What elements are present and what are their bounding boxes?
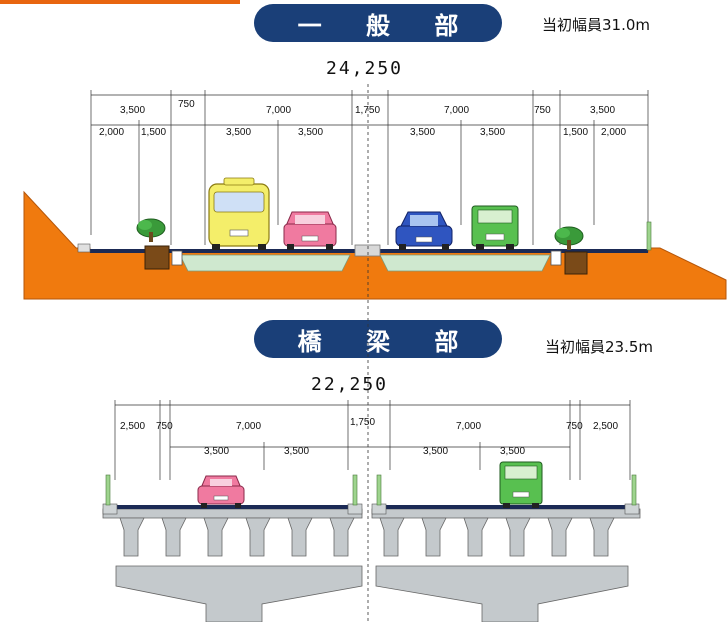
dim-label: 2,500: [120, 421, 145, 432]
dim-label: 7,000: [456, 421, 481, 432]
dim-label: 750: [178, 99, 195, 110]
dim-label: 2,000: [99, 127, 124, 138]
dim-label: 3,500: [226, 127, 251, 138]
dim-label: 750: [156, 421, 173, 432]
general-cross-section: 3,500 750 7,000 1,750 7,000 750 3,500 2,…: [23, 90, 727, 300]
dim-label: 3,500: [500, 446, 525, 457]
dim-label: 1,500: [563, 127, 588, 138]
car-icon: [395, 211, 453, 250]
dim-label: 1,500: [141, 127, 166, 138]
dim-label: 7,000: [266, 105, 291, 116]
general-section-title: 一 般 部: [254, 4, 502, 42]
bridge-total-width: 22,250: [311, 374, 389, 395]
dim-label: 3,500: [204, 446, 229, 457]
dim-label: 3,500: [298, 127, 323, 138]
bridge-deck-right: [371, 508, 641, 519]
bridge-section-title: 橋 梁 部: [254, 320, 502, 358]
truck-icon: [471, 205, 519, 250]
car-icon: [197, 475, 245, 508]
bridge-original-width-note: 当初幅員23.5m: [545, 338, 654, 356]
bridge-deck-left: [102, 508, 363, 519]
dim-label: 3,500: [410, 127, 435, 138]
dim-label: 2,000: [601, 127, 626, 138]
bridge-cross-section: 2,500 750 7,000 1,750 7,000 750 2,500 3,…: [102, 400, 641, 622]
top-accent-stripe: [0, 0, 240, 4]
dim-label: 3,500: [480, 127, 505, 138]
tree-icon: [136, 218, 166, 243]
dim-label: 7,000: [236, 421, 261, 432]
bus-icon: [208, 177, 270, 250]
dim-label: 3,500: [120, 105, 145, 116]
tree-icon: [554, 226, 584, 251]
general-original-width-note: 当初幅員31.0m: [542, 16, 651, 34]
dim-label: 7,000: [444, 105, 469, 116]
dim-label: 3,500: [590, 105, 615, 116]
central-median: [354, 244, 381, 257]
dim-label: 3,500: [423, 446, 448, 457]
truck-icon: [499, 461, 543, 508]
general-total-width: 24,250: [326, 58, 404, 79]
car-icon: [283, 211, 337, 250]
dim-label: 3,500: [284, 446, 309, 457]
pier-cap-right: [375, 565, 629, 622]
dim-label: 2,500: [593, 421, 618, 432]
dim-label: 1,750: [350, 417, 375, 428]
dim-label: 750: [534, 105, 551, 116]
pier-cap-left: [115, 565, 363, 622]
dim-label: 750: [566, 421, 583, 432]
